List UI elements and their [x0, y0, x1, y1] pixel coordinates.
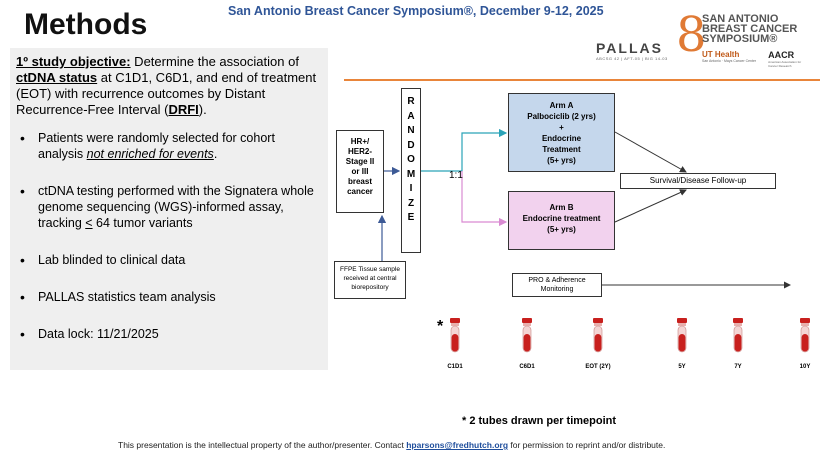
- arrow-arm-a-to-followup: [614, 131, 687, 173]
- footer-text-pre: This presentation is the intellectual pr…: [118, 440, 407, 450]
- randomize-letter: I: [409, 183, 413, 194]
- eligibility-line: or III: [351, 167, 369, 176]
- header-divider: [344, 79, 820, 81]
- study-objective: 1º study objective: Determine the associ…: [16, 54, 320, 118]
- ffpe-box: FFPE Tissue sample received at central b…: [334, 261, 406, 299]
- copyright-footer: This presentation is the intellectual pr…: [118, 440, 665, 450]
- objective-text-3: ).: [198, 102, 207, 117]
- eligibility-line: breast: [347, 177, 372, 186]
- randomize-letter: A: [407, 110, 415, 122]
- arm-b-line: (5+ yrs): [547, 225, 576, 234]
- sabcs-ribbon-icon: 8: [676, 7, 707, 63]
- pallas-wordmark: PALLAS: [596, 40, 663, 56]
- timepoint-label: C6D1: [519, 364, 535, 370]
- objective-text-1: Determine the association of: [130, 54, 299, 69]
- arm-b-line: Arm B: [549, 203, 574, 212]
- bullet-signatera-end: 64 tumor variants: [92, 216, 193, 230]
- eligibility-line: HR+/: [350, 137, 370, 146]
- bullet-cohort-emphasis: not enriched for events: [86, 147, 214, 161]
- sabcs-line-2: BREAST CANCER: [702, 23, 798, 35]
- randomize-box: R A N D O M I Z E: [401, 88, 421, 253]
- timepoint-label: 7Y: [734, 364, 742, 370]
- objective-label: 1º study objective:: [16, 54, 131, 69]
- ffpe-line: received at central: [343, 275, 397, 282]
- randomize-letter: O: [407, 154, 415, 165]
- bullet-signatera-text: ctDNA testing performed with the Signate…: [38, 184, 314, 230]
- arm-a-line: +: [559, 123, 564, 132]
- arrow-to-arm-a: [421, 128, 508, 172]
- footer-text-post: for permission to reprint and/or distrib…: [508, 440, 666, 450]
- page-title: Methods: [24, 8, 148, 41]
- blood-tube-icon: [677, 318, 687, 353]
- blood-tube-icon: [733, 318, 743, 353]
- conference-banner: San Antonio Breast Cancer Symposium®, De…: [228, 4, 604, 18]
- timepoint-label: C1D1: [447, 364, 463, 370]
- bullet-signatera-symbol: <: [85, 216, 93, 230]
- followup-box: Survival/Disease Follow-up: [620, 173, 776, 189]
- ut-health-logo: UT Health San Antonio · Mays Cancer Cent…: [702, 50, 756, 63]
- asterisk-marker: *: [437, 318, 444, 335]
- pro-adherence-box: PRO & Adherence Monitoring: [512, 273, 602, 297]
- arm-a-line: Endocrine: [541, 134, 582, 143]
- blood-tube-icon: [593, 318, 603, 353]
- ffpe-line: FFPE Tissue sample: [340, 266, 400, 273]
- arrow-to-arm-b: [461, 171, 508, 227]
- tubes-footnote: * 2 tubes drawn per timepoint: [462, 415, 617, 427]
- blood-tube-icon: [522, 318, 532, 353]
- methods-panel: 1º study objective: Determine the associ…: [10, 48, 328, 370]
- contact-email-link[interactable]: hparsons@fredhutch.org: [406, 440, 509, 450]
- arm-a-line: Arm A: [549, 101, 574, 110]
- bullet-cohort: Patients were randomly selected for coho…: [16, 130, 320, 162]
- arm-a-line: (5+ yrs): [547, 156, 576, 165]
- bullet-cohort-end: .: [213, 147, 218, 161]
- bullet-stats: PALLAS statistics team analysis: [16, 289, 320, 305]
- blood-tube-icon: [450, 318, 460, 353]
- arm-a-line: Palbociclib (2 yrs): [527, 112, 596, 121]
- timepoint-label: 5Y: [678, 364, 686, 370]
- arm-b-line: Endocrine treatment: [522, 214, 601, 223]
- sabcs-logo: 8 SAN ANTONIO BREAST CANCER SYMPOSIUM® U…: [676, 7, 816, 76]
- pro-line: Monitoring: [540, 286, 574, 293]
- pallas-logo: PALLAS ABCSG 42 | AFT-05 | BIG 14-03: [596, 40, 668, 61]
- sabcs-line-3: SYMPOSIUM®: [702, 33, 778, 45]
- bullet-cohort-text: Patients were randomly selected for coho…: [38, 131, 275, 161]
- randomize-letter: D: [407, 139, 415, 151]
- randomization-ratio: 1:1: [449, 170, 463, 181]
- arm-a-box: Arm A Palbociclib (2 yrs) + Endocrine Tr…: [508, 93, 615, 172]
- randomize-letter: N: [407, 125, 415, 136]
- randomize-letter: R: [407, 96, 415, 107]
- objective-ctdna-status: ctDNA status: [16, 70, 98, 85]
- bullet-blinded: Lab blinded to clinical data: [16, 252, 320, 268]
- sabcs-line-1: SAN ANTONIO: [702, 13, 779, 25]
- eligibility-line: Stage II: [345, 157, 375, 166]
- eligibility-line: cancer: [347, 187, 373, 196]
- partner-logos: UT Health San Antonio · Mays Cancer Cent…: [702, 50, 802, 68]
- objective-text-2: at C1D1, C6D1, and end of treatment (EOT…: [16, 70, 317, 117]
- ut-health-wordmark: UT Health: [702, 50, 740, 59]
- aacr-subtitle: American Association for Cancer Research: [768, 60, 802, 68]
- sabcs-wordmark: SAN ANTONIO BREAST CANCER SYMPOSIUM®: [702, 13, 798, 45]
- ut-health-subtitle: San Antonio · Mays Cancer Center: [702, 59, 757, 63]
- aacr-logo: AACR American Association for Cancer Res…: [768, 50, 802, 68]
- ffpe-line: biorepository: [351, 284, 389, 291]
- eligibility-line: HER2-: [347, 147, 372, 156]
- arm-a-line: Treatment: [542, 145, 581, 154]
- randomize-letter: M: [406, 168, 416, 180]
- timepoint-label: 10Y: [799, 364, 811, 370]
- randomize-letter: Z: [407, 197, 415, 209]
- pallas-subtitle: ABCSG 42 | AFT-05 | BIG 14-03: [596, 56, 668, 61]
- blood-tube-icon: [800, 318, 810, 353]
- pro-line: PRO & Adherence: [528, 277, 586, 284]
- eligibility-box: HR+/ HER2- Stage II or III breast cancer: [336, 130, 384, 213]
- bullet-data-lock: Data lock: 11/21/2025: [16, 326, 320, 342]
- bullet-signatera: ctDNA testing performed with the Signate…: [16, 183, 320, 231]
- timepoint-label: EOT (2Y): [585, 364, 611, 370]
- randomize-letter: E: [407, 212, 415, 223]
- objective-drfi: DRFI: [168, 102, 199, 117]
- arrow-arm-b-to-followup: [614, 189, 687, 223]
- aacr-wordmark: AACR: [768, 50, 795, 60]
- arm-b-box: Arm B Endocrine treatment (5+ yrs): [508, 191, 615, 250]
- methods-bullets: Patients were randomly selected for coho…: [16, 130, 320, 342]
